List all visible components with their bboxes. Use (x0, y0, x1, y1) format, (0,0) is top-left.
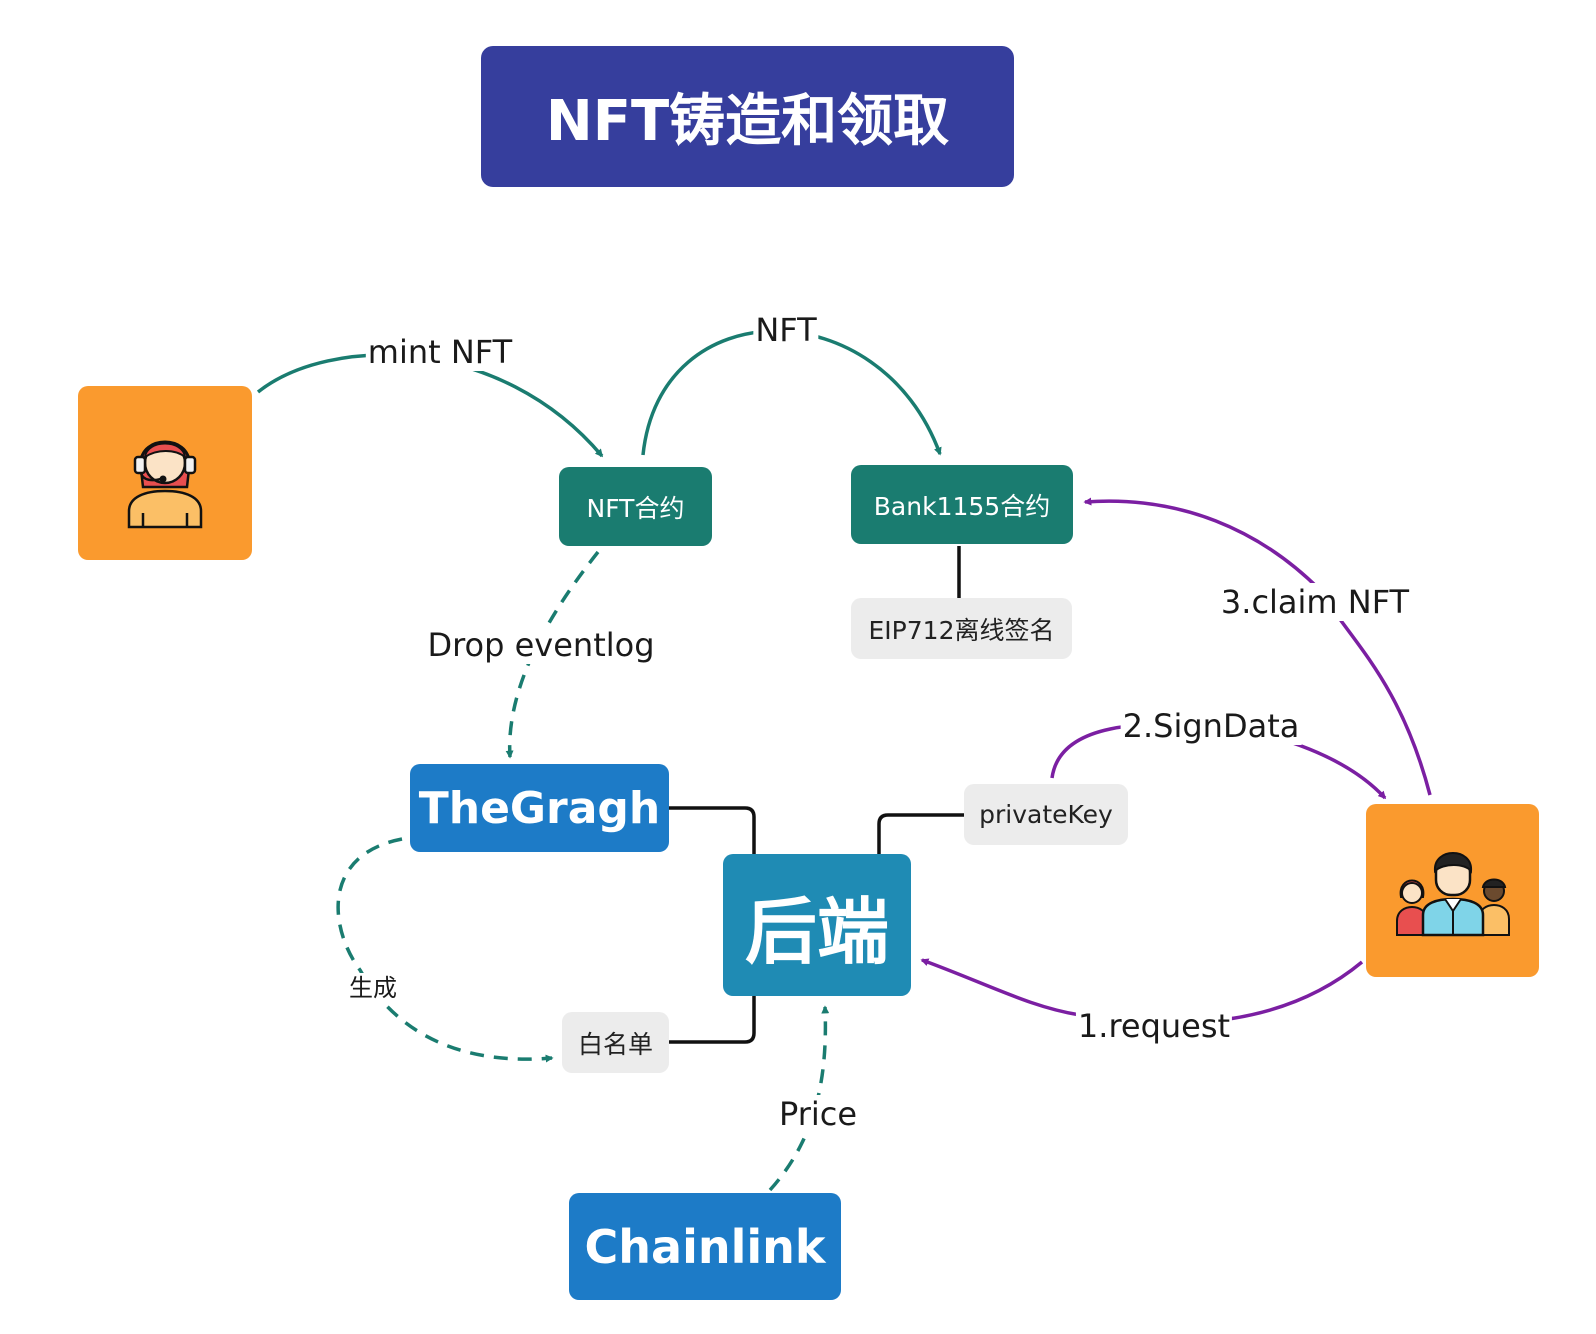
page-title: NFT铸造和领取 (481, 46, 1014, 187)
node-bank1155-contract[interactable]: Bank1155合约 (851, 465, 1073, 544)
node-nft-contract[interactable]: NFT合约 (559, 467, 712, 546)
edge-label-drop-eventlog: Drop eventlog (425, 626, 657, 664)
node-thegraph[interactable]: TheGragh (410, 764, 669, 852)
node-whitelist[interactable]: 白名单 (562, 1012, 669, 1073)
edge-label-mint-nft: mint NFT (365, 333, 515, 371)
actor-support-agent[interactable] (78, 386, 252, 560)
edge-label-price: Price (776, 1095, 860, 1133)
node-chainlink[interactable]: Chainlink (569, 1193, 841, 1300)
edge-label-nft: NFT (753, 311, 819, 349)
arrow-nft (641, 329, 942, 456)
node-eip712-signature[interactable]: EIP712离线签名 (851, 598, 1072, 659)
arrow-generate (336, 837, 554, 1063)
support-agent-icon (127, 440, 203, 529)
edge-label-generate: 生成 (347, 973, 399, 1003)
edge-label-sign-data: 2.SignData (1120, 707, 1302, 745)
connector-privatekey-backend (877, 813, 964, 854)
actor-user-group[interactable] (1366, 804, 1539, 977)
user-group-icon (1395, 851, 1510, 936)
node-backend[interactable]: 后端 (723, 854, 911, 996)
edge-label-claim-nft: 3.claim NFT (1218, 583, 1412, 621)
arrow-price (768, 1005, 830, 1192)
connector-whitelist-backend (669, 996, 756, 1044)
arrow-claim-nft (1083, 497, 1432, 796)
connector-thegraph-backend (669, 806, 756, 854)
node-private-key[interactable]: privateKey (964, 784, 1128, 845)
edge-label-request: 1.request (1075, 1007, 1233, 1045)
